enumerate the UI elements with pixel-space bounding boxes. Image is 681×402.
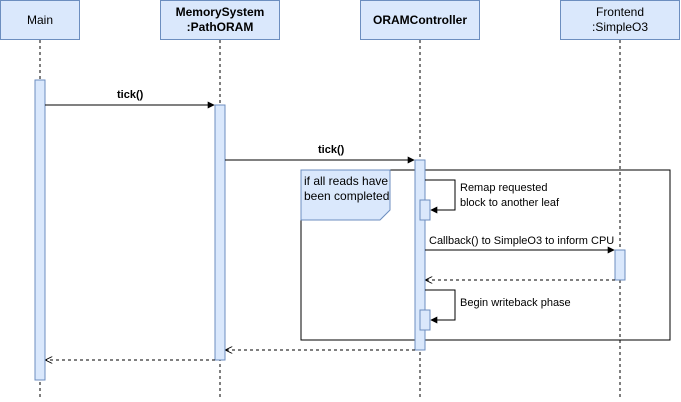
arrow-remap-self	[425, 179, 456, 214]
participant-oramcontroller-label: ORAMController	[373, 12, 467, 27]
participant-pathoram: MemorySystem :PathORAM	[160, 0, 280, 40]
arrow-writeback-self	[425, 289, 456, 324]
fragment-condition-line1: if all reads have	[304, 174, 389, 188]
participant-simpleo3-label-line2: :SimpleO3	[591, 20, 649, 34]
message-remap-label: Remap requested block to another leaf	[460, 181, 559, 211]
participant-oramcontroller: ORAMController	[360, 0, 480, 40]
fragment-condition-line2: been completed	[304, 189, 390, 203]
participant-main: Main	[0, 0, 80, 40]
fragment-box	[300, 169, 671, 341]
message-tick-2-label: tick()	[318, 144, 345, 156]
message-remap-line1: Remap requested	[460, 182, 548, 194]
message-callback-label: Callback() to SimpleO3 to inform CPU	[429, 235, 615, 247]
activation-simpleo3	[614, 249, 626, 281]
participant-main-label: Main	[26, 12, 53, 27]
activation-oramcontroller-writeback	[419, 309, 431, 331]
message-writeback-label: Begin writeback phase	[460, 297, 571, 309]
message-remap-line2: block to another leaf	[460, 197, 560, 209]
fragment-condition: if all reads have been completed	[301, 170, 390, 220]
activation-oramcontroller	[414, 159, 426, 351]
activation-pathoram	[214, 104, 226, 361]
participant-pathoram-label-line2: :PathORAM	[186, 20, 254, 34]
activation-main	[34, 79, 46, 381]
participant-simpleo3-label-line1: Frontend	[595, 5, 645, 19]
participant-pathoram-label-line1: MemorySystem	[175, 5, 265, 19]
activation-oramcontroller-remap	[419, 199, 431, 221]
fragment-label-box	[300, 169, 391, 221]
message-tick-1-label: tick()	[117, 89, 144, 101]
participant-simpleo3: Frontend :SimpleO3	[560, 0, 680, 40]
